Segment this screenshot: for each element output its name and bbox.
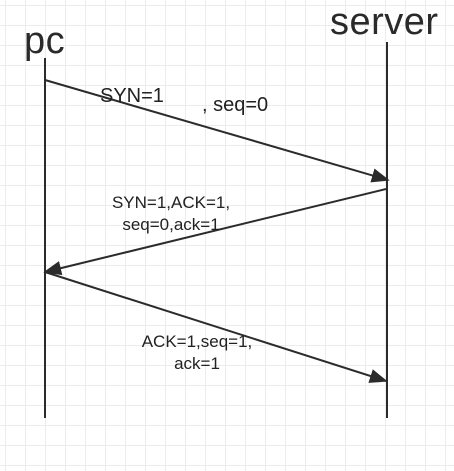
seq-label: , seq=0	[202, 94, 269, 116]
ack-label-line1: ACK=1,seq=1,	[141, 332, 253, 351]
server-actor-label: server	[330, 1, 439, 43]
syn-label: SYN=1	[100, 85, 164, 107]
ack-arrow	[44, 271, 388, 383]
syn-ack-label-line2: seq=0,ack=1	[122, 215, 220, 234]
ack-label: ACK=1,seq=1, ack=1	[122, 331, 272, 375]
syn-ack-arrow	[43, 188, 387, 276]
syn-ack-label-line1: SYN=1,ACK=1,	[111, 193, 231, 212]
pc-actor-label: pc	[24, 20, 66, 62]
syn-arrow	[44, 79, 390, 183]
syn-ack-label: SYN=1,ACK=1, seq=0,ack=1	[96, 192, 246, 236]
ack-label-line2: ack=1	[174, 354, 220, 373]
